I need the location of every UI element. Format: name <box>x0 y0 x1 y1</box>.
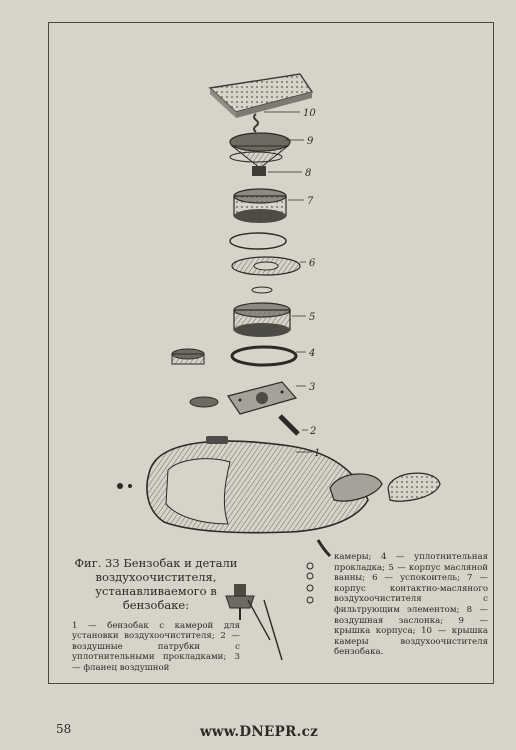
side-cap <box>189 396 219 408</box>
figure-title: Фиг. 33 Бензобак и детали воздухоочистит… <box>74 556 238 612</box>
part-6-calmer: 6 <box>231 256 316 276</box>
part-2-air-pipe: 2 <box>278 414 316 437</box>
part-4-gasket: 4 <box>230 345 315 367</box>
knee-pad-right <box>387 472 441 502</box>
figure-legend-left: 1 — бензобак с камерой для установки воз… <box>72 620 240 673</box>
fuel-hose <box>316 539 332 558</box>
spring-icon <box>253 113 259 133</box>
knee-pad-left <box>329 473 383 502</box>
part-label-2: 2 <box>309 426 316 437</box>
figure-legend-right: камеры; 4 — уплотнительная прокладка; 5 … <box>334 552 488 658</box>
part-3-flange: 3 <box>227 381 315 415</box>
side-cup <box>171 348 205 365</box>
fuel-tap <box>225 584 283 661</box>
part-10-chamber-cover: 10 <box>208 73 316 119</box>
part-label-9: 9 <box>307 136 314 147</box>
part-label-1: 1 <box>314 448 320 459</box>
seal-ring-upper <box>229 232 287 250</box>
screw-icon <box>117 483 123 489</box>
part-8-air-damper: 8 <box>252 166 311 179</box>
part-label-7: 7 <box>307 196 314 207</box>
part-label-5: 5 <box>309 312 315 323</box>
figure-caption-left: Фиг. 33 Бензобак и детали воздухоочистит… <box>72 556 240 682</box>
part-label-10: 10 <box>303 108 316 119</box>
part-label-4: 4 <box>308 348 315 359</box>
page-frame <box>48 22 494 684</box>
part-label-3: 3 <box>309 382 315 393</box>
part-label-6: 6 <box>309 258 316 269</box>
part-label-8: 8 <box>305 168 311 179</box>
screw-icon <box>128 484 132 488</box>
small-ring <box>251 286 273 294</box>
part-7-filter-housing: 7 <box>233 188 314 223</box>
washer-stack <box>306 562 314 604</box>
part-9-housing-cover: 9 <box>229 132 314 169</box>
page-number: 58 <box>56 722 72 736</box>
part-5-oil-bath-housing: 5 <box>233 302 315 337</box>
part-1-fuel-tank: 1 <box>146 436 369 534</box>
watermark: www.DNEPR.cz <box>200 724 319 740</box>
figure-caption-right: камеры; 4 — уплотнительная прокладка; 5 … <box>334 552 488 658</box>
